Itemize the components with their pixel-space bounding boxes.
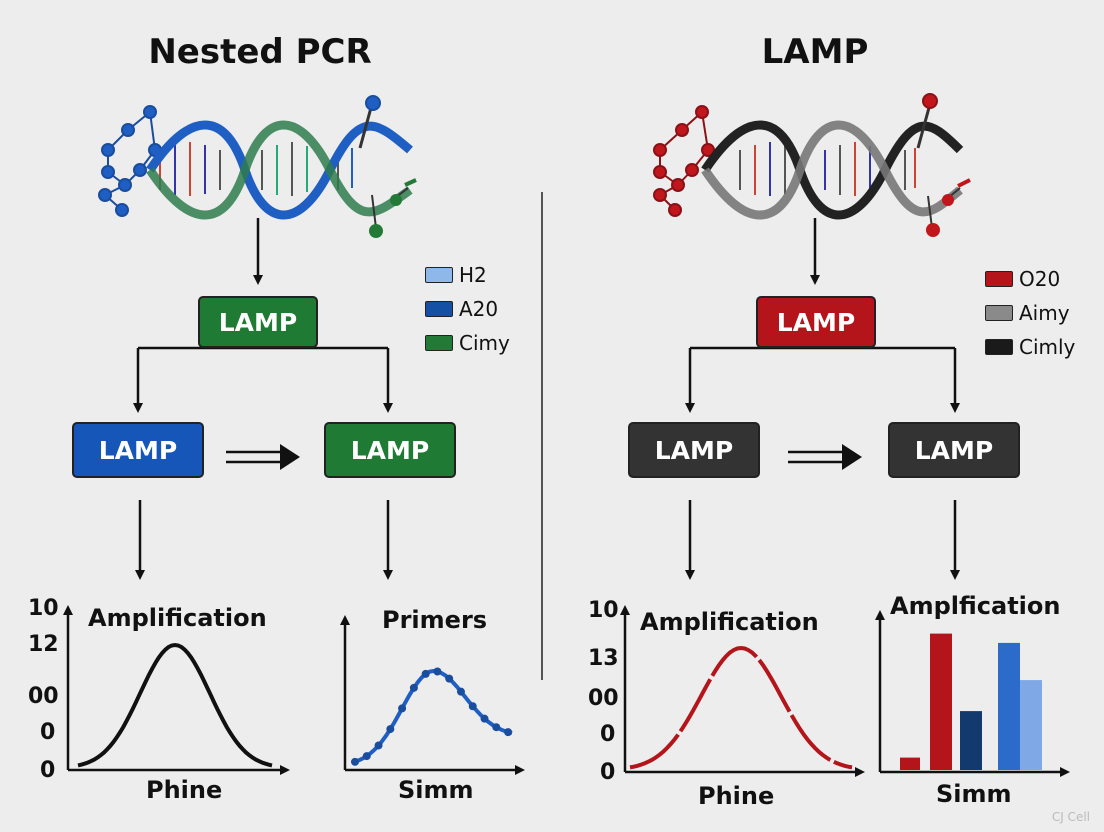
chart2-point: [456, 687, 465, 696]
chart4-bar: [960, 711, 982, 770]
chart2-point: [362, 752, 371, 761]
chart2-point: [433, 667, 442, 676]
chart2-xlabel: Simm: [398, 776, 474, 804]
chart2-point: [374, 741, 383, 750]
left-right-lamp-box: LAMP: [324, 422, 456, 478]
legend-swatch: [425, 335, 453, 351]
lamp-title: LAMP: [761, 32, 869, 72]
chart3-curve: [629, 645, 853, 770]
center-divider: [541, 192, 543, 680]
legend-swatch: [425, 267, 453, 283]
left-left-lamp-box: LAMP: [72, 422, 204, 478]
chart1-ytick: 00: [28, 684, 59, 709]
legend-label: Aimy: [1019, 301, 1070, 325]
chart2-point: [409, 683, 418, 692]
chart4-axes: [875, 610, 1070, 777]
watermark: CJ Cell: [1051, 810, 1090, 824]
chart2-point: [386, 725, 395, 734]
chart2-point: [398, 704, 407, 713]
nested-pcr-title: Nested PCR: [148, 32, 372, 72]
chart3-title: Amplification: [640, 608, 819, 636]
left-dna-helix-icon: [98, 95, 417, 238]
legend-label: Cimly: [1019, 335, 1076, 359]
legend-item: Aimy: [985, 296, 1075, 330]
left-top-lamp-box: LAMP: [198, 296, 318, 348]
right-dna-helix-icon: [653, 93, 971, 237]
chart4-bar: [998, 642, 1020, 770]
chart2-axes: [340, 615, 525, 775]
chart3-ytick: 0: [600, 760, 616, 785]
chart1-ytick: 0: [40, 758, 56, 783]
legend-label: Cimy: [459, 331, 510, 355]
chart1-xlabel: Phine: [146, 776, 223, 804]
chart3-ytick: 10: [588, 598, 619, 623]
legend-item: O20: [985, 262, 1075, 296]
legend-item: Cimy: [425, 326, 510, 360]
chart4-bar: [1020, 680, 1042, 770]
chart2-title: Primers: [382, 606, 488, 634]
chart2-point: [351, 757, 359, 766]
left-flow-arrows: [133, 218, 393, 580]
left-double-arrow-icon: [280, 444, 300, 470]
right-double-arrow-icon: [842, 444, 862, 470]
chart2-point: [492, 723, 501, 732]
legend-swatch: [985, 271, 1013, 287]
chart1-ytick: 0: [40, 720, 56, 745]
legend-swatch: [985, 305, 1013, 321]
legend-item: H2: [425, 258, 510, 292]
chart1-ytick: 12: [28, 632, 59, 657]
chart3-ytick: 0: [600, 722, 616, 747]
right-top-lamp-box: LAMP: [756, 296, 876, 348]
legend-label: O20: [1019, 267, 1061, 291]
chart2-point: [504, 728, 513, 737]
chart3-ytick: 13: [588, 646, 619, 671]
legend-swatch: [425, 301, 453, 317]
legend-label: H2: [459, 263, 487, 287]
chart1-title: Amplification: [88, 604, 267, 632]
chart4-title: Amplfication: [890, 592, 1061, 620]
chart3-axes: [620, 605, 865, 777]
chart2-point: [421, 669, 430, 678]
chart4-bar: [930, 633, 952, 770]
chart4-xlabel: Simm: [936, 780, 1012, 808]
chart4-bar: [900, 757, 920, 770]
chart2-point: [445, 674, 454, 683]
chart1-ytick: 10: [28, 596, 59, 621]
left-legend: H2 A20 Cimy: [425, 258, 510, 360]
chart3-ytick: 00: [588, 686, 619, 711]
right-right-lamp-box: LAMP: [888, 422, 1020, 478]
chart2-point: [480, 714, 489, 723]
legend-item: A20: [425, 292, 510, 326]
legend-item: Cimly: [985, 330, 1075, 364]
legend-label: A20: [459, 297, 499, 321]
right-legend: O20 Aimy Cimly: [985, 262, 1075, 364]
right-left-lamp-box: LAMP: [628, 422, 760, 478]
legend-swatch: [985, 339, 1013, 355]
right-flow-arrows: [685, 218, 960, 580]
chart1-curve: [77, 642, 273, 768]
chart2-point: [468, 702, 477, 711]
chart1-axes: [63, 605, 290, 775]
chart3-xlabel: Phine: [698, 782, 775, 810]
